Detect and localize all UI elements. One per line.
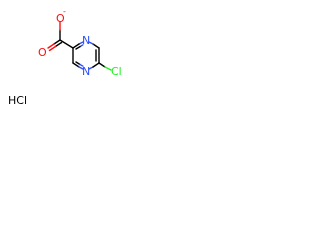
bond-c3-n4-inner [75, 61, 81, 66]
bond-n4-c5-n [88, 66, 94, 70]
bond-c6-n1 [92, 43, 100, 49]
bond-c-odouble-2 [54, 41, 63, 48]
salt-label: HCl [8, 94, 27, 107]
atom-o-minus: O [56, 12, 65, 25]
atom-labels: O - O N N Cl [38, 7, 122, 78]
atom-o-double: O [38, 46, 47, 59]
bond-c-odouble-1 [53, 39, 61, 45]
bond-n1-c2-inner [75, 45, 81, 50]
bond-c6-n1-n [88, 41, 94, 45]
bond-c-ring [59, 39, 74, 49]
bond-c3-n4-n [78, 66, 84, 70]
structure-diagram: O - O N N Cl HCl [8, 7, 122, 107]
bond-c3-n4-inner-n [79, 63, 84, 67]
bond-n4-c5 [92, 62, 100, 68]
atom-o-minus-charge: - [63, 7, 66, 16]
bond-c-odouble-2-o [48, 45, 57, 52]
bond-c3-n4 [72, 62, 80, 68]
bond-c5-cl-cl [104, 66, 112, 71]
bond-c5-cl [98, 62, 106, 68]
bond-c-odouble-1-o [47, 43, 55, 49]
atom-n-bottom: N [82, 65, 90, 78]
bond-n1-c2 [72, 43, 80, 49]
bond-n1-c2-n [78, 41, 84, 45]
atom-cl: Cl [111, 65, 122, 78]
bonds [47, 21, 112, 71]
atom-n-top: N [82, 34, 90, 47]
